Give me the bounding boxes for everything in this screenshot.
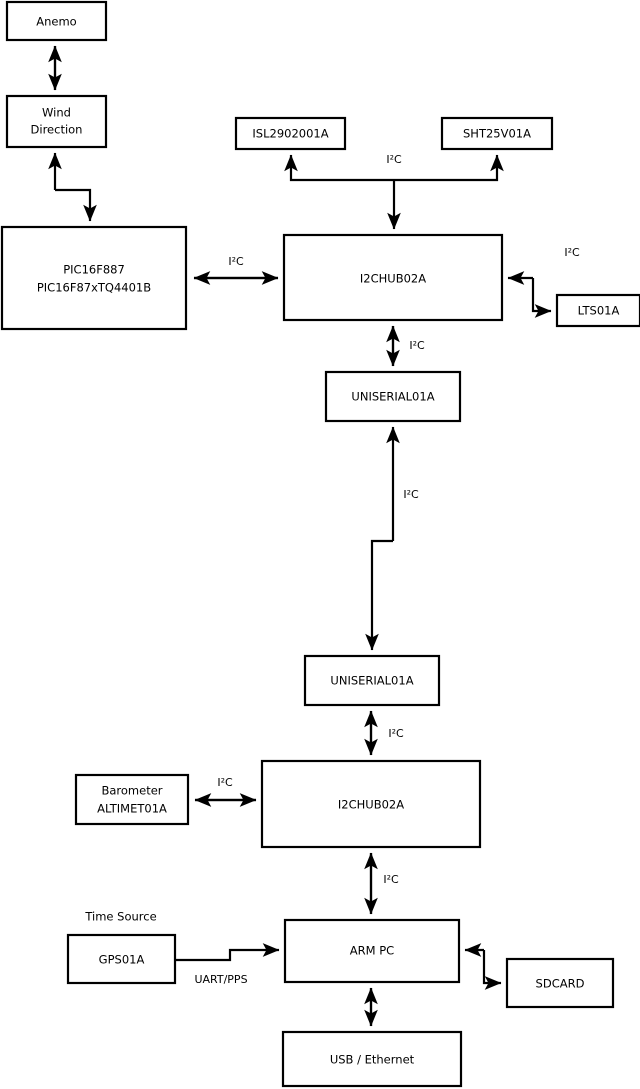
node-gps01a-box[interactable]	[66, 933, 177, 985]
node-barometer-box[interactable]	[74, 773, 190, 826]
edge-gps-armpc	[175, 943, 280, 962]
node-lts01a-label: LTS01A	[578, 304, 620, 318]
node-barometer-label-line2: ALTIMET01A	[97, 802, 167, 816]
node-anemo[interactable]: Anemo	[5, 0, 108, 42]
label-i2c-pic-hub: I²C	[228, 255, 244, 268]
node-barometer-label-line1: Barometer	[101, 784, 162, 798]
node-wind-direction-label-line2: Direction	[31, 123, 83, 137]
node-arm-pc[interactable]: ARM PC	[283, 918, 461, 984]
node-sht25v01a-label: SHT25V01A	[463, 127, 531, 141]
edges	[48, 45, 552, 1027]
node-sdcard-box[interactable]	[505, 957, 615, 1009]
node-barometer[interactable]: Barometer ALTIMET01A	[74, 773, 190, 826]
node-wind-direction[interactable]: Wind Direction	[5, 94, 108, 149]
node-uniserial01a-lower[interactable]: UNISERIAL01A	[303, 654, 441, 707]
node-pic-mcu-label-line1: PIC16F887	[63, 263, 125, 277]
label-i2c-hub2-armpc: I²C	[383, 873, 399, 886]
label-i2c-sensor-bus: I²C	[386, 153, 402, 166]
node-sdcard[interactable]: SDCARD	[505, 957, 615, 1009]
node-gps01a[interactable]: GPS01A	[66, 933, 177, 985]
node-pic-mcu[interactable]: PIC16F887 PIC16F87xTQ4401B	[0, 225, 188, 331]
node-pic-mcu-label-line2: PIC16F87xTQ4401B	[37, 281, 151, 295]
edge-armpc-to-sdcard	[482, 950, 502, 990]
edge-uniserial-long-down	[365, 539, 393, 651]
node-wind-direction-box[interactable]	[5, 94, 108, 149]
node-pic-mcu-box[interactable]	[0, 225, 188, 331]
label-i2c-uniserial-link: I²C	[403, 488, 419, 501]
node-arm-pc-box[interactable]	[283, 918, 461, 984]
node-i2chub02a-top-label: I2CHUB02A	[360, 272, 426, 286]
label-i2c-hub-lts: I²C	[564, 246, 580, 259]
node-isl2902001a-box[interactable]	[234, 116, 347, 151]
node-usb-ethernet-box[interactable]	[281, 1030, 463, 1088]
node-anemo-box[interactable]	[5, 0, 108, 42]
label-i2c-uniserial-hub2: I²C	[388, 727, 404, 740]
label-uart-pps: UART/PPS	[194, 973, 247, 986]
node-i2chub02a-bottom-box[interactable]	[260, 759, 482, 849]
node-gps01a-label: GPS01A	[99, 953, 145, 967]
edge-hub-to-lts	[531, 278, 552, 318]
node-uniserial01a-upper[interactable]: UNISERIAL01A	[324, 370, 462, 423]
node-arm-pc-label: ARM PC	[350, 944, 394, 958]
edge-pic-wind-branch	[55, 188, 97, 222]
labels: Time Source I²C I²C I²C I²C I²C I²C I²C …	[84, 153, 580, 986]
node-uniserial01a-lower-box[interactable]	[303, 654, 441, 707]
label-time-source: Time Source	[84, 910, 156, 924]
node-usb-ethernet[interactable]: USB / Ethernet	[281, 1030, 463, 1088]
node-lts01a[interactable]: LTS01A	[555, 293, 640, 328]
node-i2chub02a-top-box[interactable]	[282, 233, 504, 322]
node-isl2902001a[interactable]: ISL2902001A	[234, 116, 347, 151]
node-usb-ethernet-label: USB / Ethernet	[330, 1053, 415, 1067]
node-sht25v01a-box[interactable]	[440, 116, 554, 151]
label-i2c-barometer-hub2: I²C	[217, 776, 233, 789]
node-anemo-label: Anemo	[36, 15, 76, 29]
node-lts01a-box[interactable]	[555, 293, 640, 328]
node-i2chub02a-top[interactable]: I2CHUB02A	[282, 233, 504, 322]
node-uniserial01a-upper-label: UNISERIAL01A	[351, 390, 434, 404]
node-uniserial01a-upper-box[interactable]	[324, 370, 462, 423]
node-i2chub02a-bottom-label: I2CHUB02A	[338, 798, 404, 812]
edge-bus-to-sht	[394, 154, 504, 182]
node-sdcard-label: SDCARD	[536, 977, 585, 991]
node-isl2902001a-label: ISL2902001A	[252, 127, 328, 141]
node-sht25v01a[interactable]: SHT25V01A	[440, 116, 554, 151]
label-i2c-hub-uniserial: I²C	[409, 339, 425, 352]
node-wind-direction-label-line1: Wind	[42, 106, 71, 120]
node-uniserial01a-lower-label: UNISERIAL01A	[330, 674, 413, 688]
node-i2chub02a-bottom[interactable]: I2CHUB02A	[260, 759, 482, 849]
edge-bus-to-isl	[284, 154, 394, 182]
